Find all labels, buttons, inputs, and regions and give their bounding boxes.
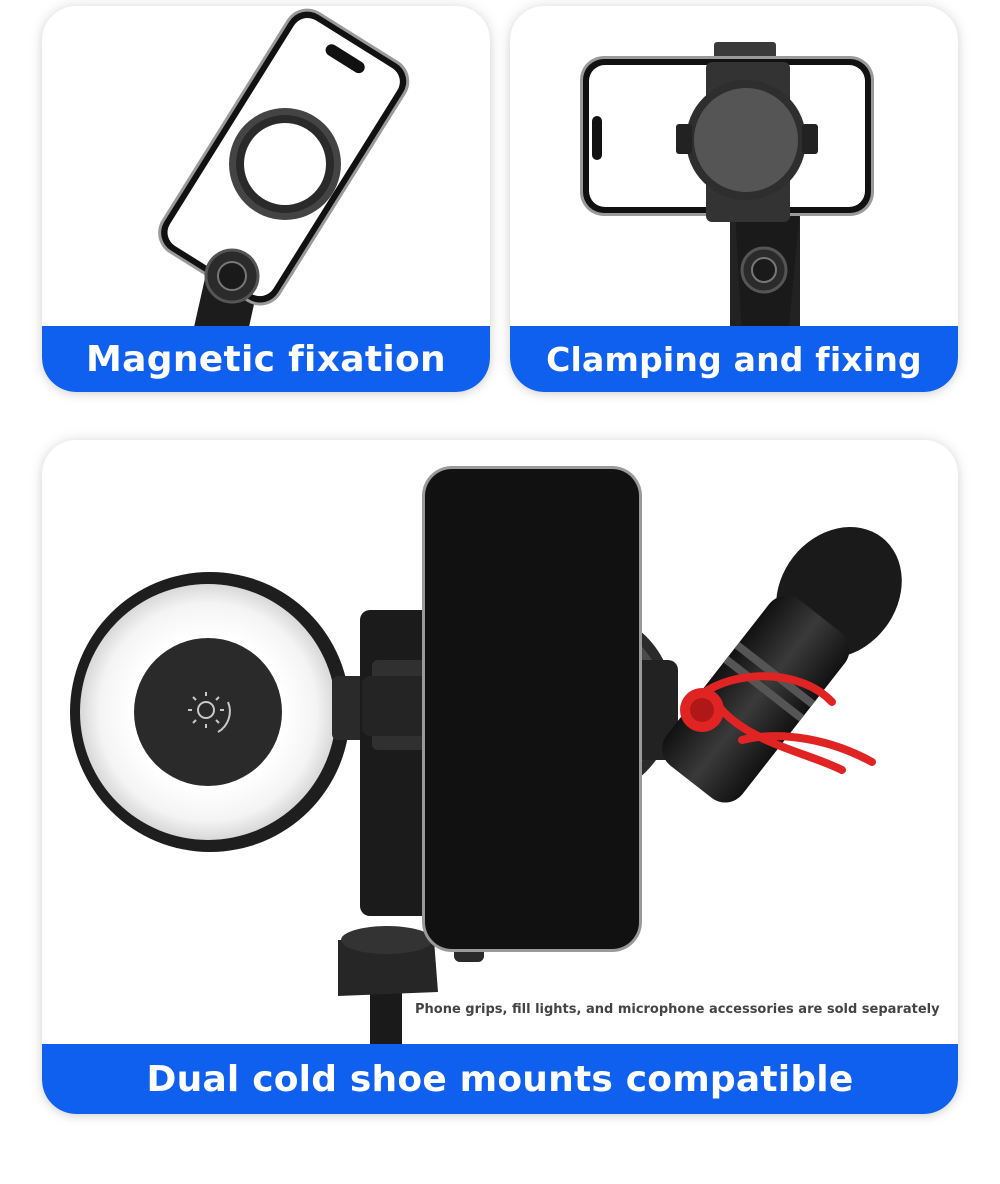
phone-icon (422, 466, 642, 952)
dual-cold-shoe-card: Phone grips, fill lights, and microphone… (42, 440, 958, 1114)
clamping-fixing-caption: Clamping and fixing (510, 326, 958, 392)
dual-cold-shoe-illustration (70, 466, 902, 1050)
magnetic-fixation-card: Magnetic fixation (42, 6, 490, 392)
brightness-icon (188, 692, 231, 733)
clamping-fixing-card: Clamping and fixing (510, 6, 958, 392)
fill-light-icon (70, 572, 372, 852)
rotation-knob-icon (740, 246, 788, 294)
clamp-holder-icon (676, 62, 818, 222)
rotation-knob-icon (204, 248, 260, 304)
dual-cold-shoe-caption: Dual cold shoe mounts compatible (42, 1044, 958, 1114)
microphone-icon (662, 527, 902, 803)
magnetic-fixation-caption: Magnetic fixation (42, 326, 490, 392)
magnetic-phone-illustration (158, 8, 410, 336)
clamp-phone-illustration (580, 42, 874, 336)
magnetic-ring-icon (229, 108, 341, 220)
accessories-note: Phone grips, fill lights, and microphone… (415, 1002, 940, 1017)
